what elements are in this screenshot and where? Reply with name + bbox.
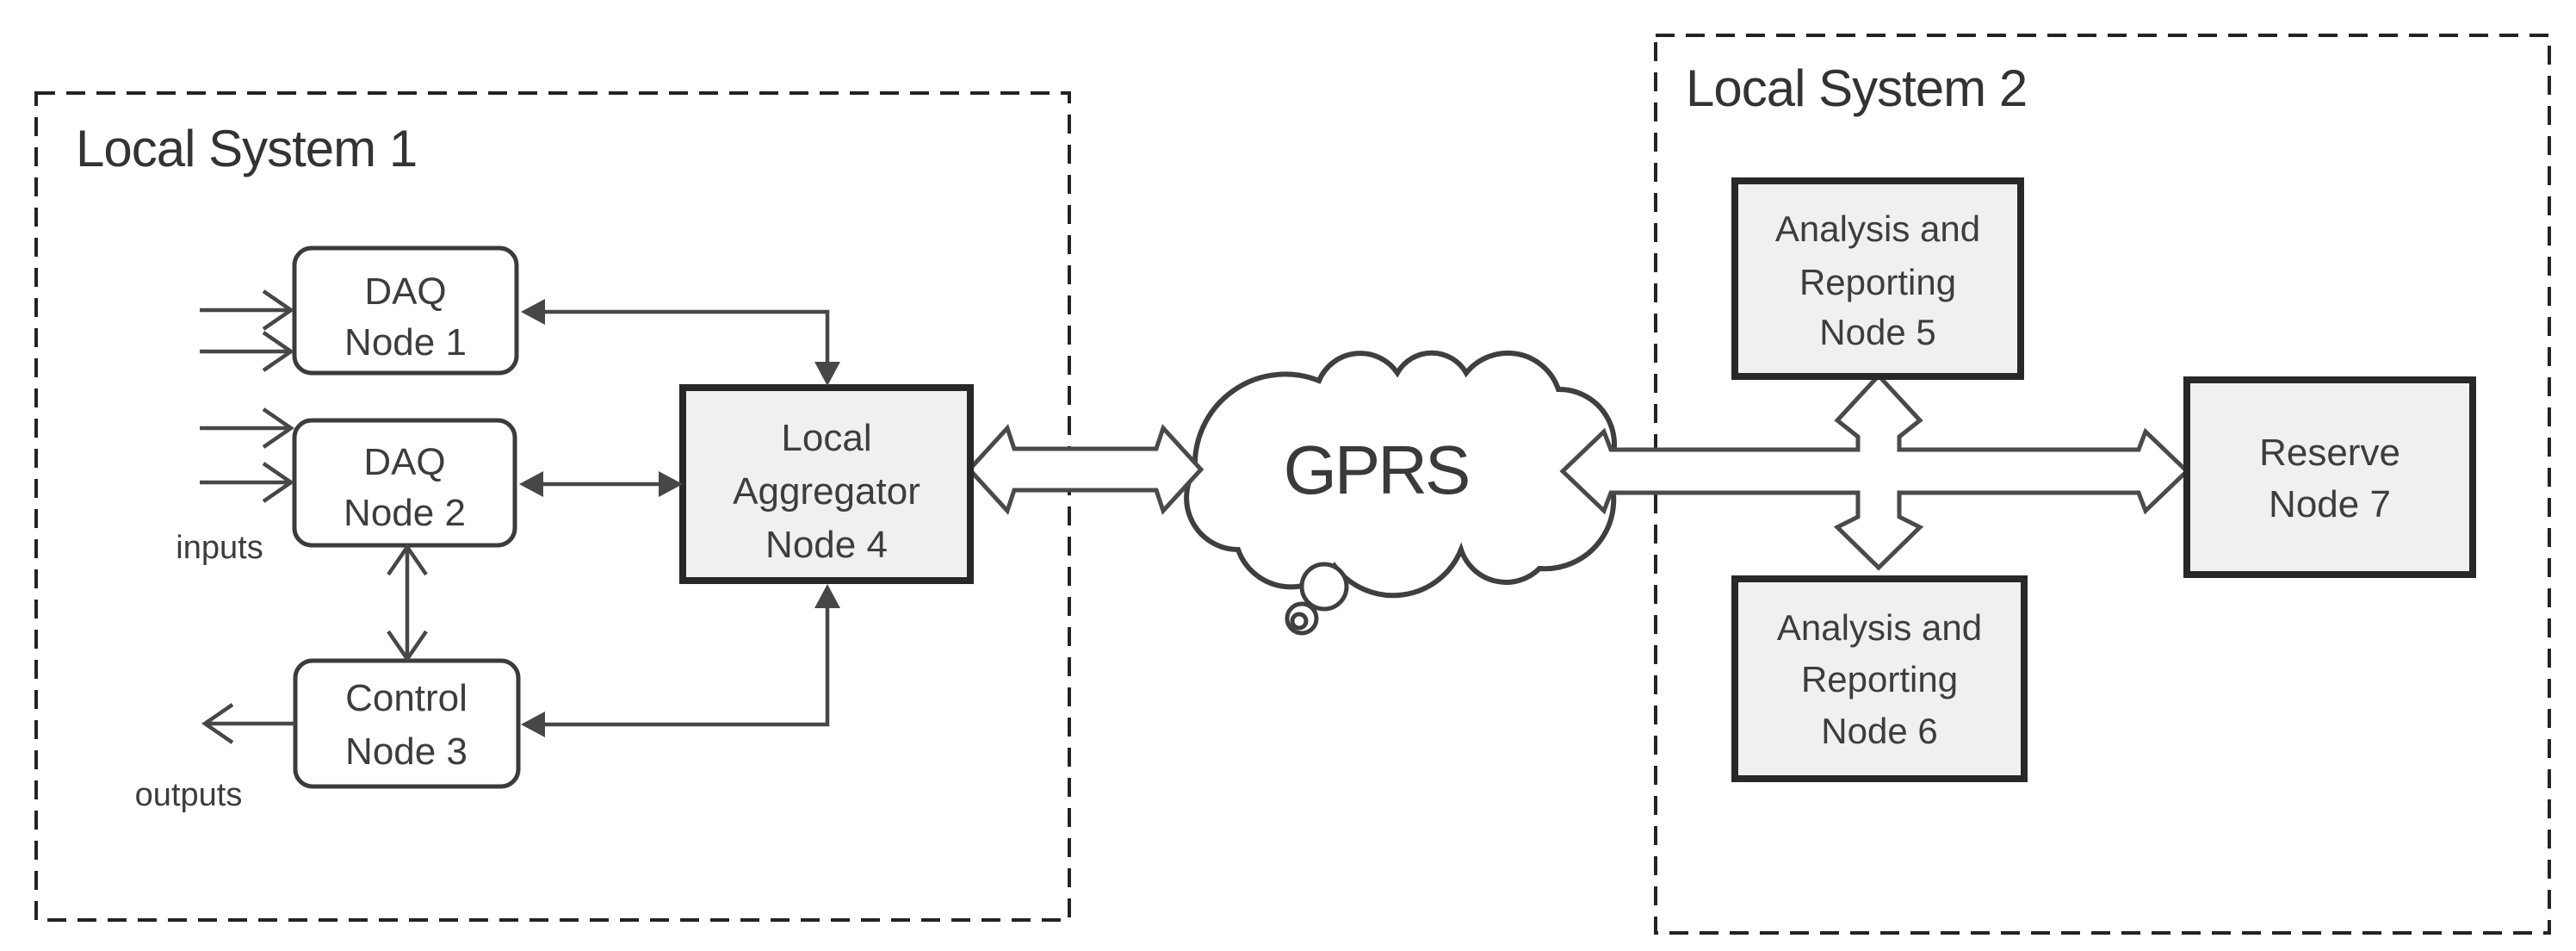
- gprs-network-label: GPRS: [1284, 432, 1469, 508]
- control-node-3-label: Control Node 3: [345, 677, 468, 773]
- node-label-line: Node 6: [1821, 711, 1937, 751]
- analysis-node-6-label: Analysis and Reporting Node 6: [1777, 607, 1982, 751]
- daq-node-2-box: [292, 418, 517, 548]
- local-system-2-boundary: [1654, 34, 2551, 935]
- node-label-line: Reporting: [1801, 659, 1958, 699]
- connector-aggregator-control3: [521, 584, 840, 737]
- arrow-chevron-up-icon: [387, 544, 428, 576]
- node-label-line: Aggregator: [733, 470, 920, 513]
- node-label-line: Analysis and: [1777, 607, 1982, 648]
- inputs-label: inputs: [176, 530, 263, 566]
- analysis-node-5-label: Analysis and Reporting Node 5: [1775, 208, 1980, 352]
- output-arrow-control3: [201, 703, 295, 744]
- connector-daq2-aggregator: [519, 471, 683, 497]
- curl-loop-large: [1299, 562, 1349, 612]
- node-label-line: DAQ: [364, 270, 446, 313]
- arrow-chevron-right-icon: [262, 462, 294, 503]
- reserve-node-7-label: Reserve Node 7: [2259, 432, 2400, 525]
- arrow-chevron-right-icon: [262, 407, 294, 449]
- node-label-line: Control: [345, 677, 468, 719]
- node-label-line: Analysis and: [1775, 208, 1980, 249]
- cloud-tail-curl: [1285, 562, 1349, 636]
- connector-line: [545, 309, 830, 362]
- local-system-1-boundary: [34, 91, 1071, 922]
- arrow-chevron-left-icon: [201, 703, 234, 744]
- connector-daq1-aggregator: [521, 299, 840, 386]
- arrowhead-right-icon: [659, 471, 683, 497]
- local-system-1-title: Local System 1: [76, 120, 417, 177]
- node-label-line: Node 1: [344, 321, 467, 364]
- arrow-chevron-right-icon: [262, 289, 294, 331]
- outputs-label: outputs: [135, 777, 243, 813]
- arrowhead-left-icon: [521, 299, 545, 325]
- daq-node-1-label: DAQ Node 1: [344, 270, 467, 364]
- node-label-line: Node 4: [765, 524, 888, 566]
- local-aggregator-node-4-box: [679, 384, 974, 584]
- aggregator-cloud-double-arrow: [966, 424, 1204, 515]
- reserve-node-7-box: [2183, 376, 2476, 578]
- input-arrows-daq2: [200, 407, 294, 503]
- input-arrows-daq1: [200, 289, 294, 372]
- local-aggregator-node-4-label: Local Aggregator Node 4: [733, 417, 920, 566]
- analysis-node-6-box: [1731, 575, 2028, 782]
- analysis-node-5-box: [1731, 177, 2024, 380]
- connector-daq2-control3: [387, 544, 428, 662]
- arrowhead-left-icon: [521, 712, 545, 737]
- connector-line: [545, 606, 830, 727]
- arrowhead-left-icon: [519, 471, 543, 497]
- daq-node-2-label: DAQ Node 2: [344, 441, 466, 534]
- daq-node-1-box: [292, 246, 519, 376]
- node-label-line: Node 7: [2269, 483, 2391, 525]
- curl-loop-tiny: [1290, 612, 1309, 631]
- local-system-2-title: Local System 2: [1686, 59, 2027, 117]
- node-label-line: Node 5: [1819, 312, 1935, 352]
- arrow-chevron-right-icon: [262, 331, 294, 372]
- node-label-line: Reserve: [2259, 432, 2400, 474]
- node-label-line: Node 3: [345, 730, 468, 773]
- arrowhead-down-icon: [814, 362, 840, 386]
- arrow-chevron-down-icon: [387, 630, 428, 662]
- node-label-line: Local: [781, 417, 871, 459]
- node-label-line: DAQ: [363, 441, 445, 483]
- node-label-line: Reporting: [1799, 262, 1956, 302]
- node-label-line: Node 2: [344, 492, 466, 534]
- arrowhead-up-icon: [814, 584, 840, 608]
